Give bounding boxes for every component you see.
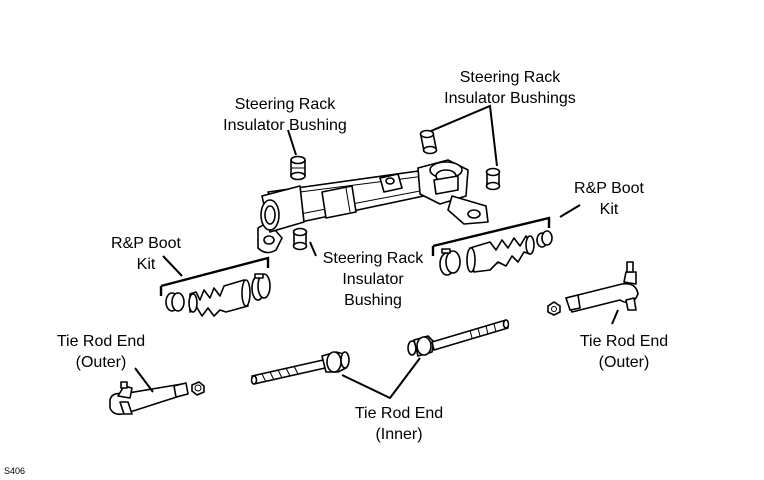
label-tie-rod-outer-right: Tie Rod End (Outer) bbox=[569, 331, 679, 373]
tie-rod-outer-right bbox=[547, 261, 639, 316]
label-line: Steering Rack bbox=[322, 250, 424, 267]
label-line: (Outer) bbox=[75, 354, 127, 371]
label-line: Insulator bbox=[342, 271, 404, 288]
label-tie-rod-outer-left: Tie Rod End (Outer) bbox=[46, 331, 156, 373]
leader-lines bbox=[134, 104, 619, 400]
label-line: Tie Rod End bbox=[354, 405, 444, 422]
label-line: Kit bbox=[136, 256, 156, 273]
label-line: Insulator Bushings bbox=[444, 90, 576, 107]
label-line: Steering Rack bbox=[234, 96, 336, 113]
insulator-bushing-top bbox=[290, 155, 306, 181]
insulator-bushing-right-2 bbox=[485, 167, 501, 191]
label-insulator-bushings-right: Steering Rack Insulator Bushings bbox=[428, 67, 592, 109]
label-line: Insulator Bushing bbox=[223, 117, 347, 134]
tie-rod-inner-right bbox=[407, 319, 510, 357]
figure-code: S406 bbox=[4, 466, 26, 476]
tie-rod-outer-left bbox=[109, 381, 205, 416]
label-insulator-bushing-top: Steering Rack Insulator Bushing bbox=[214, 94, 356, 136]
label-line: Kit bbox=[599, 201, 619, 218]
label-tie-rod-inner: Tie Rod End (Inner) bbox=[344, 403, 454, 445]
label-boot-kit-right: R&P Boot Kit bbox=[563, 178, 655, 220]
insulator-bushing-lower bbox=[292, 227, 308, 251]
label-line: Tie Rod End bbox=[579, 333, 669, 350]
insulator-bushing-right-1 bbox=[419, 129, 438, 155]
boot-kit-right bbox=[431, 216, 553, 276]
label-line: Bushing bbox=[344, 292, 402, 309]
label-line: R&P Boot bbox=[111, 235, 181, 252]
label-boot-kit-left: R&P Boot Kit bbox=[100, 233, 192, 275]
boot-kit-left bbox=[159, 256, 271, 317]
label-line: Steering Rack bbox=[459, 69, 561, 86]
label-line: Tie Rod End bbox=[56, 333, 146, 350]
label-line: (Inner) bbox=[375, 426, 423, 443]
steering-rack-housing bbox=[257, 159, 489, 254]
label-insulator-bushing-lower: Steering Rack Insulator Bushing bbox=[310, 248, 436, 311]
label-line: (Outer) bbox=[598, 354, 650, 371]
tie-rod-inner-left bbox=[250, 351, 350, 385]
label-line: R&P Boot bbox=[574, 180, 644, 197]
